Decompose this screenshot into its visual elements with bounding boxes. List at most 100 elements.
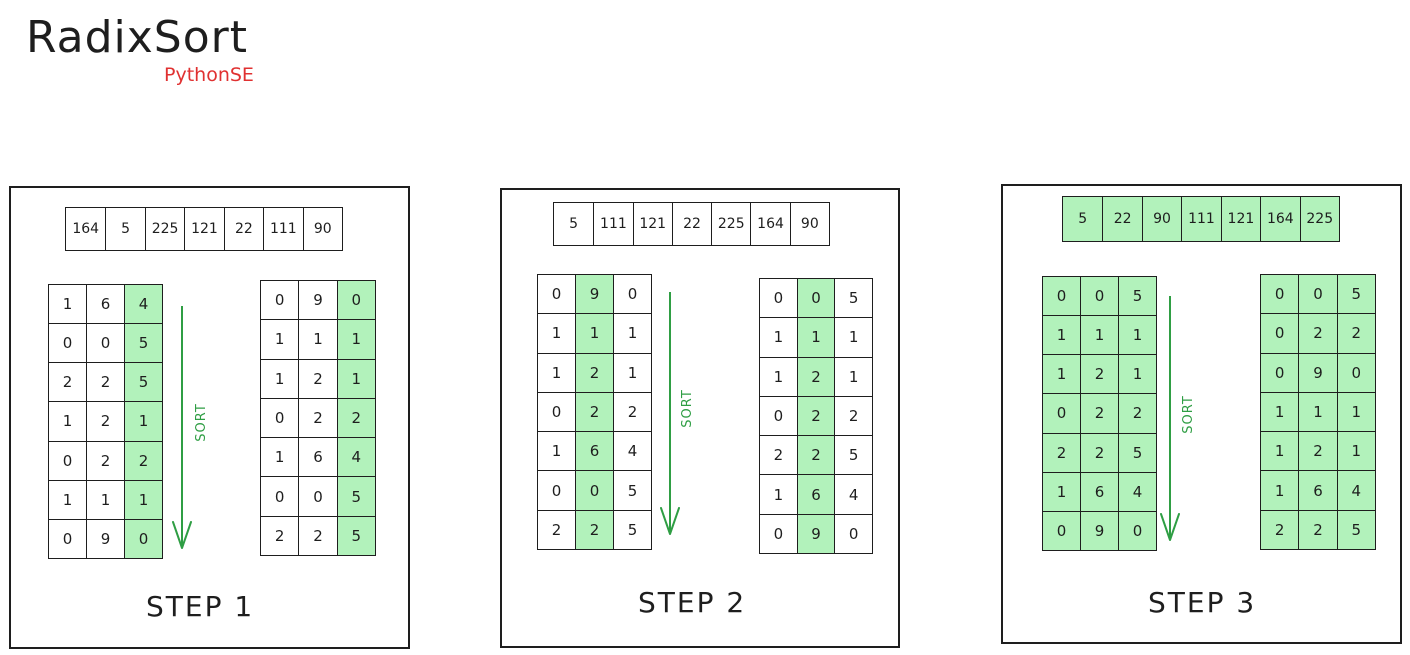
- array-cell: 225: [144, 208, 184, 250]
- digit-cell: 2: [1118, 394, 1156, 433]
- digit-cell: 1: [575, 314, 613, 353]
- step-1-sort-label: SORT: [193, 403, 209, 442]
- digit-cell: 4: [613, 432, 651, 471]
- array-cell: 111: [263, 208, 302, 250]
- digit-cell: 1: [834, 318, 872, 357]
- array-cell: 5: [105, 208, 144, 250]
- digit-cell: 2: [575, 353, 613, 392]
- step-3-sort-label: SORT: [1180, 395, 1196, 434]
- digit-cell: 1: [1336, 432, 1375, 471]
- digit-cell: 5: [1336, 275, 1375, 314]
- digit-cell: 2: [86, 402, 124, 441]
- digit-cell: 6: [1298, 471, 1337, 510]
- array-cell: 121: [1220, 197, 1261, 241]
- digit-cell: 1: [62, 412, 73, 431]
- array-cell: 121: [184, 208, 223, 250]
- digit-cell: 1: [773, 485, 784, 504]
- digit-cell: 5: [124, 324, 162, 363]
- digit-cell: 1: [613, 314, 651, 353]
- digit-cell: 1: [1118, 355, 1156, 394]
- digit-cell: 5: [1118, 433, 1156, 472]
- digit-cell: 1: [274, 448, 285, 467]
- digit-cell: 2: [796, 357, 835, 396]
- digit-cell: 2: [796, 396, 835, 436]
- digit-cell: 1: [1261, 471, 1299, 510]
- digit-cell: 2: [1080, 355, 1118, 394]
- digit-cell: 2: [124, 441, 162, 480]
- sort-arrow-icon: [1160, 296, 1180, 541]
- digit-cell: 5: [834, 279, 872, 318]
- digit-cell: 6: [298, 438, 336, 477]
- digit-cell: 6: [1080, 472, 1118, 511]
- digit-cell: 1: [274, 330, 285, 349]
- digit-cell: 0: [551, 481, 562, 500]
- digit-cell: 0: [613, 275, 651, 314]
- digit-cell: 1: [1118, 316, 1156, 355]
- digit-cell: 9: [298, 281, 336, 320]
- digit-cell: 2: [1298, 314, 1337, 353]
- digit-cell: 6: [796, 475, 835, 514]
- digit-cell: 1: [834, 357, 872, 396]
- digit-cell: 0: [773, 406, 784, 425]
- digit-cell: 0: [336, 281, 375, 320]
- array-cell: 164: [72, 221, 100, 237]
- digit-cell: 6: [575, 432, 613, 471]
- digit-cell: 0: [1043, 511, 1080, 550]
- digit-cell: 5: [124, 363, 162, 402]
- digit-cell: 4: [336, 438, 375, 477]
- page-subtitle: PythonSE: [164, 64, 254, 86]
- array-cell: 90: [789, 203, 829, 245]
- digit-cell: 1: [62, 295, 73, 314]
- digit-cell: 0: [1261, 275, 1299, 314]
- digit-cell: 0: [1261, 314, 1299, 353]
- digit-cell: 1: [773, 367, 784, 386]
- array-cell: 121: [632, 203, 672, 245]
- digit-cell: 1: [1043, 355, 1080, 394]
- digit-cell: 1: [298, 320, 336, 359]
- digit-cell: 2: [1261, 510, 1299, 549]
- array-cell: 5: [569, 216, 579, 232]
- digit-cell: 0: [575, 471, 613, 510]
- digit-cell: 9: [86, 519, 124, 558]
- digit-cell: 1: [1336, 392, 1375, 432]
- digit-cell: 0: [124, 519, 162, 558]
- page-title: RadixSort: [26, 12, 248, 63]
- digit-cell: 6: [86, 285, 124, 324]
- digit-cell: 0: [773, 289, 784, 308]
- digit-cell: 0: [834, 514, 872, 553]
- digit-cell: 5: [613, 510, 651, 549]
- sort-arrow-icon: [172, 306, 192, 549]
- digit-cell: 2: [1080, 433, 1118, 472]
- digit-cell: 5: [613, 471, 651, 510]
- digit-cell: 2: [834, 396, 872, 436]
- step-2-label: STEP 2: [638, 586, 747, 619]
- digit-cell: 2: [1080, 394, 1118, 433]
- step-1-panel: [9, 186, 410, 649]
